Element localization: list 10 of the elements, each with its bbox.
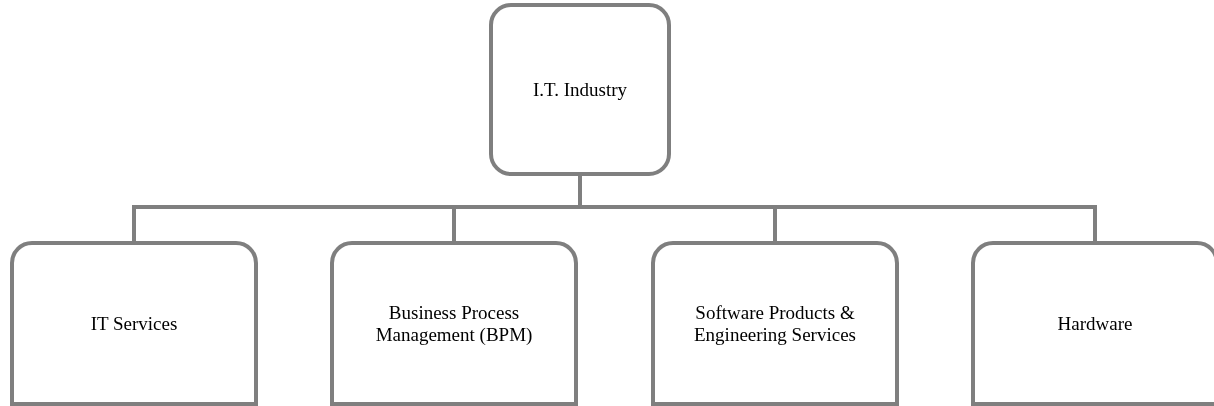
box-label: IT Services — [90, 312, 178, 335]
box-label: Hardware — [1057, 312, 1133, 335]
box-label: Software Products & Engineering Services — [693, 301, 857, 346]
org-box — [651, 241, 899, 406]
box-label: Business Process Management (BPM) — [374, 301, 534, 346]
org-box — [971, 241, 1214, 406]
org-box — [10, 241, 258, 406]
org-box — [330, 241, 578, 406]
org-box — [489, 3, 671, 176]
box-label: I.T. Industry — [532, 78, 628, 101]
